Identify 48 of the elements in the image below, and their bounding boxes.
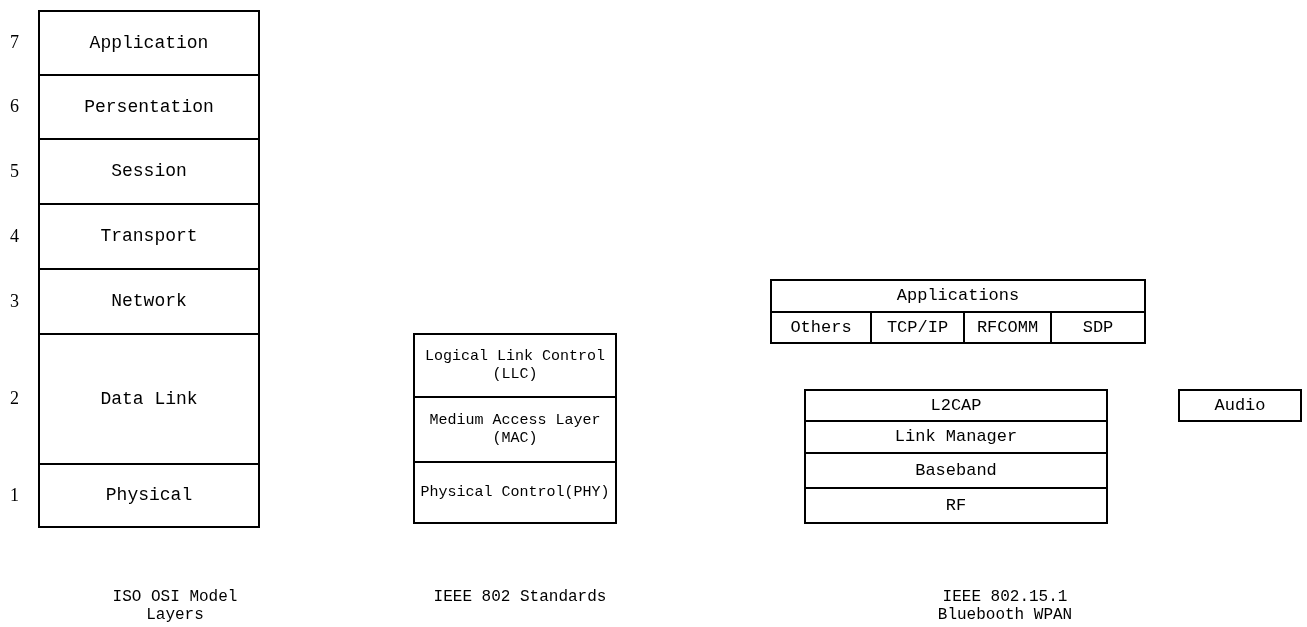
stack-caption: IEEE 802.15.1 Bluebooth WPAN (936, 588, 1074, 625)
layer-name: RFCOMM (976, 317, 1039, 338)
layer-name: Network (111, 291, 187, 312)
layer-box (38, 333, 260, 465)
layer-box (38, 74, 260, 140)
layer-name: TCP/IP (886, 317, 949, 338)
layer-box (413, 461, 617, 524)
layer-box (38, 10, 260, 76)
layer-number: 2 (10, 388, 19, 409)
layer-box (38, 268, 260, 335)
layer-number: 6 (10, 96, 19, 117)
layer-box (804, 420, 1108, 454)
layer-box (38, 203, 260, 270)
layer-box (38, 463, 260, 528)
stack-caption: IEEE 802 Standards (432, 588, 608, 607)
layer-name: L2CAP (930, 395, 982, 416)
layer-name: RF (945, 495, 967, 516)
layer-name: Others (790, 317, 852, 338)
layer-box (38, 138, 260, 205)
layer-box (770, 311, 872, 344)
stack-caption: ISO OSI Model Layers (111, 588, 239, 625)
layer-name: Logical Link Control (LLC) (424, 348, 606, 383)
layer-name: Applications (896, 286, 1020, 306)
layer-name: Session (111, 161, 187, 182)
layer-number: 3 (10, 290, 19, 312)
layer-box (413, 396, 617, 463)
layer-box (804, 452, 1108, 489)
layer-number: 4 (10, 225, 19, 247)
layer-name: Persentation (84, 96, 214, 118)
layer-name: Data Link (100, 388, 198, 410)
layer-box (804, 389, 1108, 422)
layer-name: SDP (1082, 317, 1114, 338)
layer-box (804, 487, 1108, 524)
layer-name: Transport (100, 226, 198, 247)
layer-name: Link Manager (894, 427, 1018, 447)
layer-name: Medium Access Layer (MAC) (428, 412, 602, 447)
layer-name: Application (89, 32, 209, 54)
layer-number: 7 (10, 32, 19, 53)
layer-name: Physical Control(PHY) (420, 483, 610, 502)
layer-number: 1 (10, 484, 19, 506)
layer-number: 5 (10, 160, 19, 182)
layer-box (1050, 311, 1146, 344)
layer-name: Physical (105, 485, 193, 506)
layer-box (1178, 389, 1302, 422)
layer-name: Audio (1214, 395, 1266, 416)
layer-box (770, 279, 1146, 313)
layer-box (413, 333, 617, 398)
layer-name: Baseband (915, 460, 997, 481)
